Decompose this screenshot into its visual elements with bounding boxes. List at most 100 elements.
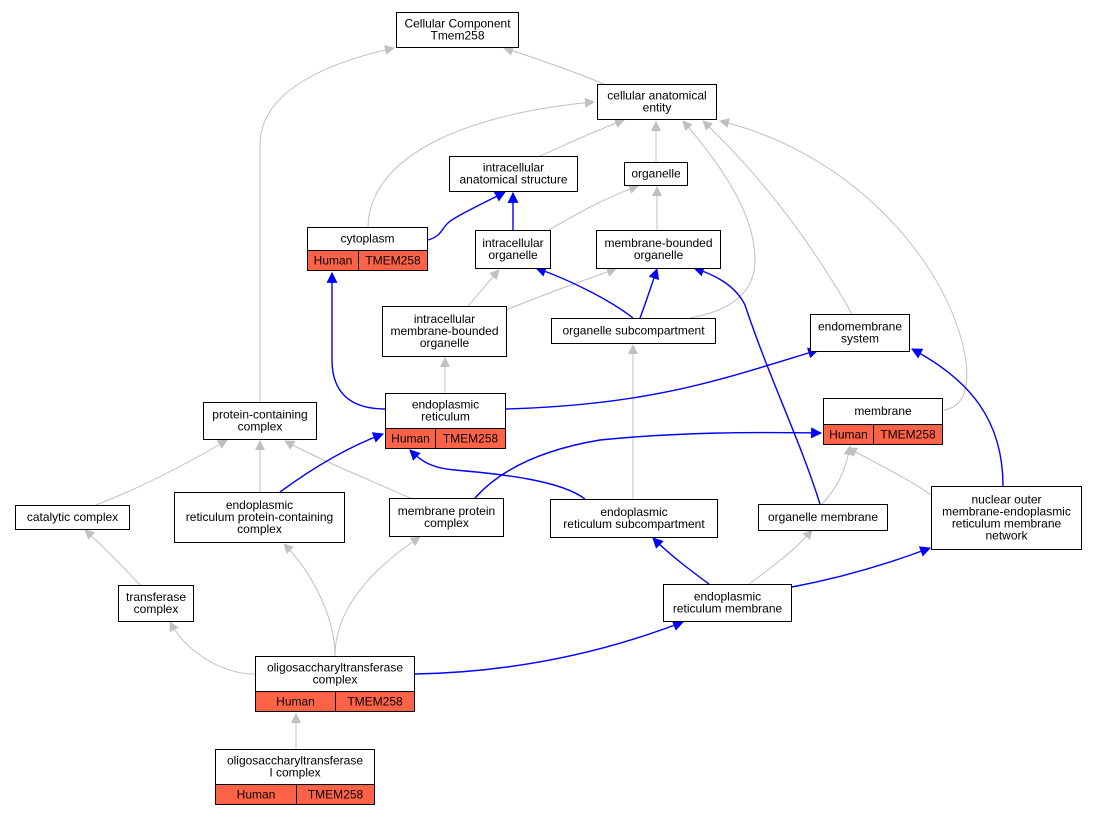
node-label-line: intracellular — [483, 161, 544, 175]
node-label-line: reticulum membrane — [673, 602, 783, 616]
gene-tag[interactable]: TMEM258 — [880, 428, 936, 442]
edge-ost-to-tc — [169, 621, 256, 675]
node-label-line: complex — [134, 602, 179, 616]
node-organelle[interactable]: organelle — [624, 162, 688, 186]
node-label-line: reticulum membrane — [952, 517, 1062, 531]
node-label-line: Cellular Component — [404, 17, 511, 31]
node-label-line: organelle — [420, 336, 470, 350]
node-label-line: membrane-bounded — [604, 236, 712, 250]
node-label-line: organelle membrane — [768, 510, 878, 524]
edge-mpc-to-membrane — [474, 427, 823, 499]
node-label-line: reticulum subcompartment — [563, 517, 705, 531]
node-box — [396, 12, 519, 48]
node-label-line: complex — [238, 420, 283, 434]
organism-tag[interactable]: Human — [314, 254, 353, 268]
edge-ccn-to-root — [503, 46, 605, 85]
node-box — [203, 402, 317, 440]
node-label-line: system — [841, 332, 879, 346]
node-label-line: I complex — [269, 766, 320, 780]
node-label-line: organelle — [488, 248, 538, 262]
gene-tag[interactable]: TMEM258 — [347, 695, 403, 709]
gene-tag[interactable]: TMEM258 — [308, 788, 364, 802]
organism-tag[interactable]: Human — [237, 788, 276, 802]
edge-imbo-to-mbo — [505, 267, 617, 311]
node-box — [174, 492, 345, 543]
tag-row — [823, 424, 943, 445]
node-box — [118, 585, 194, 622]
organism-tag[interactable]: Human — [391, 432, 430, 446]
node-label-line: anatomical structure — [459, 173, 567, 187]
node-label-line: catalytic complex — [27, 510, 118, 524]
node-box — [823, 398, 943, 425]
node-label-line: network — [985, 529, 1028, 543]
node-label-line: Tmem258 — [430, 29, 484, 43]
node-box — [385, 393, 506, 429]
node-box — [215, 749, 375, 785]
node-box — [931, 486, 1082, 550]
node-box — [449, 156, 578, 192]
edge-om-to-mbo — [692, 265, 821, 505]
edge-erpcc-to-er — [279, 432, 385, 493]
node-label-line: complex — [237, 522, 282, 536]
node-label-line: membrane — [854, 404, 912, 418]
edge-membrane-to-cae — [719, 118, 968, 411]
node-label-line: endoplasmic — [226, 498, 293, 512]
node-label-line: complex — [424, 516, 469, 530]
node-catalytic-complex[interactable]: catalytic complex — [15, 505, 130, 530]
tag-row — [215, 784, 375, 805]
edge-ost-to-erpcc — [283, 543, 336, 657]
organism-tag[interactable]: Human — [829, 428, 868, 442]
edge-noern-to-ends — [911, 348, 1004, 487]
node-label-line: endomembrane — [818, 320, 902, 334]
edge-tc-to-cc — [84, 529, 141, 586]
node-box — [810, 314, 910, 352]
node-organelle-subcompartment[interactable]: organelle subcompartment — [551, 318, 716, 344]
edge-imbo-to-io — [467, 269, 500, 307]
node-label-line: endoplasmic — [694, 590, 761, 604]
node-label-line: organelle — [631, 167, 681, 181]
node-label-line: organelle subcompartment — [562, 324, 705, 338]
node-organelle-membrane[interactable]: organelle membrane — [758, 504, 888, 531]
edge-osc-to-io — [534, 266, 634, 319]
edge-pcc-to-root — [259, 45, 395, 402]
edge-er-to-ends — [505, 347, 820, 410]
node-box — [597, 84, 717, 120]
node-box — [551, 318, 716, 344]
node-label-line: cellular anatomical — [607, 89, 706, 103]
node-nuclear-outer-membrane-er-network[interactable]: nuclear outermembrane-endoplasmicreticul… — [931, 486, 1082, 550]
node-label-line: membrane protein — [398, 504, 495, 518]
node-label-line: endoplasmic — [600, 505, 667, 519]
edge-ersc-to-er — [409, 449, 586, 500]
edge-cytoplasm-to-cae — [367, 97, 595, 228]
node-label-line: reticulum — [421, 410, 470, 424]
organism-tag[interactable]: Human — [276, 695, 315, 709]
edge-cytoplasm-to-ias — [427, 191, 506, 241]
node-label-line: cytoplasm — [340, 232, 394, 246]
gene-tag[interactable]: TMEM258 — [365, 254, 421, 268]
node-label-line: oligosaccharyltransferase — [227, 754, 363, 768]
edge-ias-to-cae — [539, 118, 625, 157]
node-box — [382, 306, 507, 357]
tag-row — [307, 250, 428, 271]
gene-tag[interactable]: TMEM258 — [443, 432, 499, 446]
node-label-line: endoplasmic — [412, 398, 479, 412]
